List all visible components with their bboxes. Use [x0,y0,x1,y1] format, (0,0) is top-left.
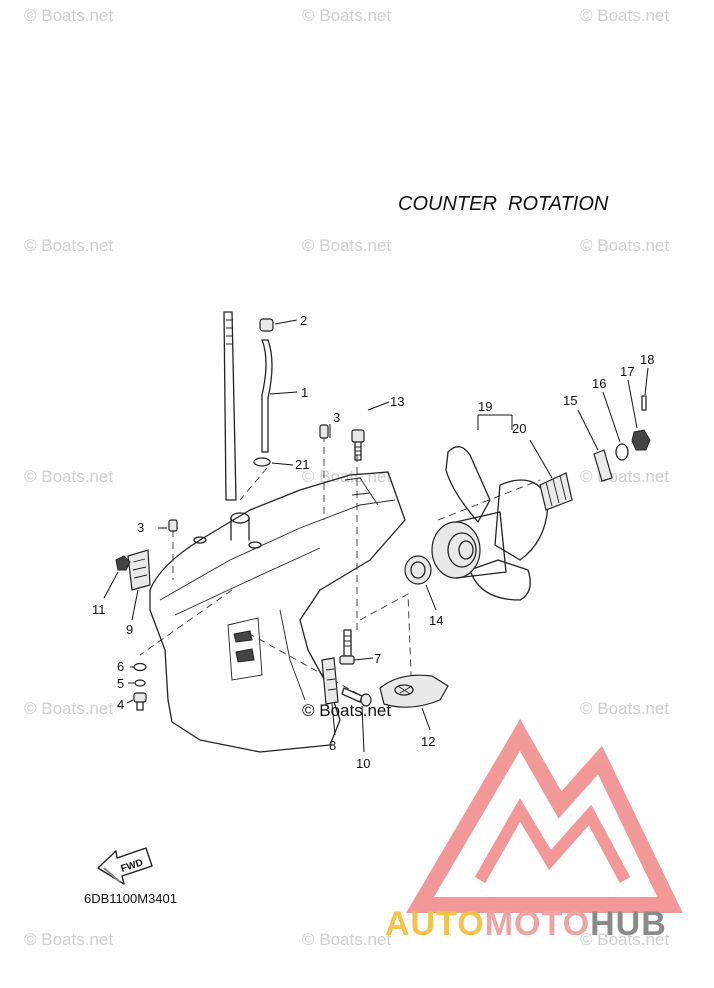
fwd-arrow-icon: FWD [97,847,153,885]
part-label: 18 [640,352,654,367]
logo-part-hub: HUB [590,905,667,943]
bolt [133,692,147,711]
part-label: 16 [592,376,606,391]
watermark: © Boats.net [580,236,669,255]
trim-anode [127,549,151,591]
part-label: 12 [421,734,435,749]
thrust-washer [404,555,432,585]
part-label: 11 [92,602,106,617]
part-label: 17 [620,364,634,379]
diagram-code: 6DB1100M3401 [84,891,177,906]
leader-lines [103,319,649,753]
part-labels: 2 1 21 3 3 13 7 6 5 4 11 9 8 10 12 14 19… [92,313,654,771]
part-label: 10 [356,756,370,771]
watermark: © Boats.net [24,236,113,255]
watermark: © Boats.net [24,467,113,486]
washer [615,443,629,461]
lower-unit-casing [149,471,406,753]
watermark: © Boats.net [302,930,391,949]
part-label: 14 [429,613,443,628]
center-watermark: © Boats.net [302,701,391,720]
part-label: 3 [137,520,144,535]
prop-hardware [539,395,651,511]
nut [115,555,131,571]
water-tube [253,318,274,467]
watermark: © Boats.net [580,930,669,949]
anode [321,657,339,705]
watermark: © Boats.net [24,699,113,718]
bolt [351,429,365,461]
tube-grommet [259,318,274,332]
part-label: 21 [295,457,309,472]
bolt [339,629,355,665]
part-label: 5 [117,676,124,691]
part-label: 4 [117,697,124,712]
dowel-pin [168,519,178,532]
washer [134,679,146,687]
part-label: 7 [374,651,381,666]
part-label: 20 [512,421,526,436]
part-label: 19 [478,399,492,414]
diagram-heading: COUNTER ROTATION [398,193,609,215]
trim-tab [379,674,449,708]
watermark: © Boats.net [24,6,113,25]
propeller [431,446,549,601]
part-label: 3 [333,410,340,425]
part-label: 8 [329,738,336,753]
bolt [341,687,372,707]
part-label: 15 [563,393,577,408]
part-label: 9 [126,622,133,637]
logo-triangle-icon [406,719,683,913]
logo-part-moto: MOTO [485,905,590,943]
watermark: © Boats.net [302,236,391,255]
washer [133,662,147,672]
part-label: 13 [390,394,404,409]
spline-spacer [539,472,573,511]
cotter-pin [641,395,647,411]
drive-shaft [223,311,237,501]
watermark: © Boats.net [302,6,391,25]
logo-part-auto: AUTO [385,905,485,943]
automotohub-logo: AUTOMOTOHUB [385,719,683,943]
watermark: © Boats.net [580,699,669,718]
assembly-lines [139,435,541,701]
part-label: 1 [301,385,308,400]
watermark-grid: © Boats.net © Boats.net © Boats.net © Bo… [24,6,669,949]
small-parts [115,424,449,711]
part-label: 6 [117,659,124,674]
tube-seal [253,457,271,467]
dowel-pin [319,424,329,439]
watermark: © Boats.net [24,930,113,949]
logo-wordmark: AUTOMOTOHUB [385,905,667,943]
watermark: © Boats.net [580,467,669,486]
part-label: 2 [300,313,307,328]
castle-nut [631,429,651,451]
washer [593,449,613,482]
watermark: © Boats.net [580,6,669,25]
